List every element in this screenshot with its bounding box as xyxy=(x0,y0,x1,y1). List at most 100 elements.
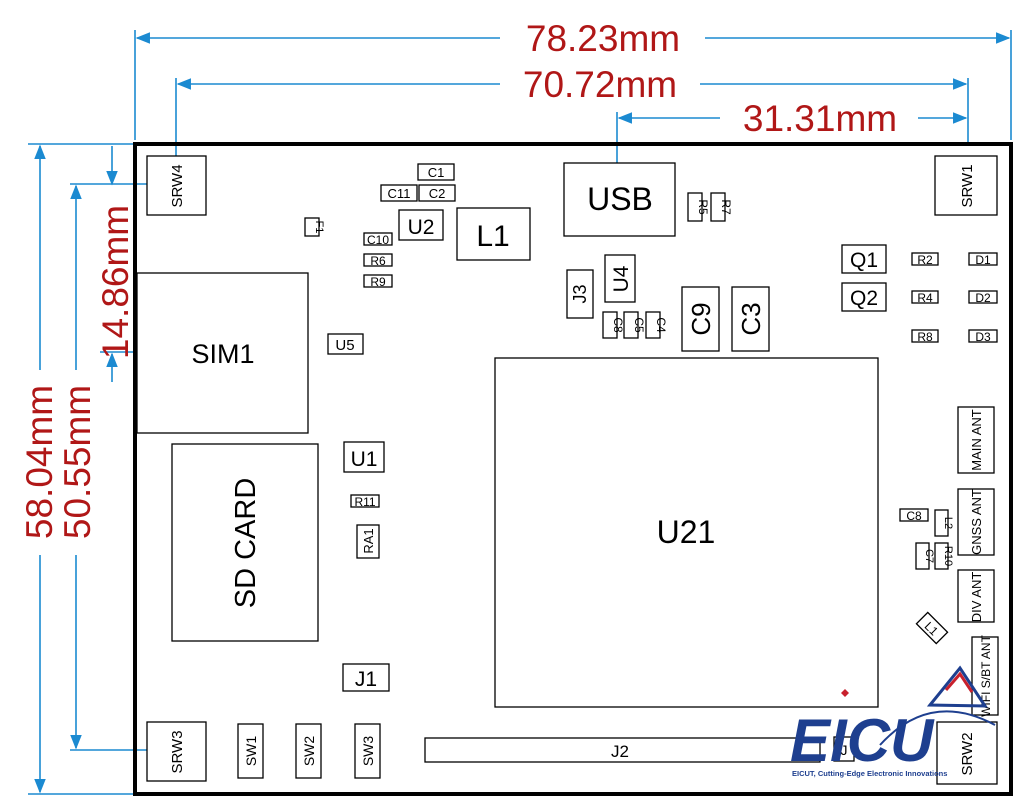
capacitor-c8-right: C8 xyxy=(899,508,929,523)
svg-text:R7: R7 xyxy=(719,199,733,215)
svg-text:SW3: SW3 xyxy=(360,736,376,767)
resistor-r10: R10 xyxy=(934,542,954,570)
svg-text:MAIN ANT: MAIN ANT xyxy=(969,409,984,470)
svg-text:C9: C9 xyxy=(686,302,716,335)
svg-text:SRW2: SRW2 xyxy=(959,732,976,775)
svg-text:SRW1: SRW1 xyxy=(959,164,976,207)
inductor-l1: L1 xyxy=(456,207,531,261)
svg-text:SW2: SW2 xyxy=(301,736,317,767)
logo-wordmark: EICU xyxy=(790,707,935,774)
svg-text:U5: U5 xyxy=(335,337,354,354)
svg-text:J3: J3 xyxy=(570,284,590,303)
module-u21: U21 xyxy=(494,357,879,708)
resistor-r11: R11 xyxy=(350,494,380,509)
svg-text:SW1: SW1 xyxy=(243,736,259,767)
capacitor-c8-top: C8 xyxy=(602,311,625,339)
screw-srw2: SRW2 xyxy=(936,721,998,785)
svg-text:USB: USB xyxy=(587,181,653,217)
dim-total-width: 78.23mm xyxy=(526,18,680,59)
svg-text:Q1: Q1 xyxy=(850,249,878,272)
svg-text:C5: C5 xyxy=(632,317,646,333)
dim-inner-height: 50.55mm xyxy=(57,385,98,539)
screw-srw1: SRW1 xyxy=(934,155,998,216)
svg-text:R11: R11 xyxy=(354,495,375,509)
svg-text:C11: C11 xyxy=(388,186,411,201)
svg-text:DIV ANT: DIV ANT xyxy=(969,572,984,623)
antenna-wifi-bt: WIFI S/BT ANT xyxy=(971,634,999,717)
led-d3: D3 xyxy=(968,329,998,344)
svg-text:L1: L1 xyxy=(476,220,509,253)
svg-text:R9: R9 xyxy=(370,275,386,289)
logo-tagline: EICUT, Cutting-Edge Electronic Innovatio… xyxy=(792,769,947,778)
svg-text:R8: R8 xyxy=(917,330,933,344)
svg-text:R10: R10 xyxy=(942,546,954,566)
capacitor-c10: C10 xyxy=(363,232,393,247)
switch-sw3: SW3 xyxy=(354,723,381,779)
svg-text:SD CARD: SD CARD xyxy=(230,478,262,609)
inductor-l2: L2 xyxy=(934,509,954,537)
board-outline xyxy=(133,142,1013,796)
ic-u4: U4 xyxy=(604,254,636,303)
inductor-l1-right: L1 xyxy=(915,611,949,645)
transistor-q1: Q1 xyxy=(841,244,887,274)
ic-u2: U2 xyxy=(398,209,444,241)
eicu-logo: EICU EICUT, Cutting-Edge Electronic Inno… xyxy=(790,665,996,778)
svg-text:R4: R4 xyxy=(917,291,933,305)
switch-sw2: SW2 xyxy=(295,723,322,779)
antenna-div: DIV ANT xyxy=(957,569,995,623)
connector-j3: J3 xyxy=(566,269,594,319)
svg-text:Q2: Q2 xyxy=(850,287,878,310)
dim-sim-offset: 14.86mm xyxy=(95,205,136,359)
svg-text:C7: C7 xyxy=(923,549,935,563)
switch-sw1: SW1 xyxy=(237,723,264,779)
svg-text:C1: C1 xyxy=(428,165,445,180)
svg-text:C8: C8 xyxy=(611,317,625,333)
connector-j1: J1 xyxy=(342,663,390,692)
resistor-r7: R7 xyxy=(710,192,733,222)
resistor-r5: R5 xyxy=(687,192,710,222)
svg-text:U2: U2 xyxy=(408,216,435,239)
svg-text:GNSS ANT: GNSS ANT xyxy=(969,489,984,555)
svg-text:J: J xyxy=(841,742,848,758)
led-d2: D2 xyxy=(968,290,998,305)
capacitor-c3: C3 xyxy=(731,286,770,352)
svg-text:J1: J1 xyxy=(355,668,377,691)
svg-text:D1: D1 xyxy=(975,253,991,267)
capacitor-c1: C1 xyxy=(417,163,455,181)
connector-usb: USB xyxy=(563,162,676,237)
logo-sail xyxy=(926,665,988,708)
svg-text:SIM1: SIM1 xyxy=(191,339,254,369)
capacitor-c7: C7 xyxy=(915,542,935,570)
connector-j-small: J xyxy=(833,736,855,762)
resistor-r4: R4 xyxy=(911,290,939,305)
dim-inner-width: 70.72mm xyxy=(523,64,677,105)
capacitor-c4: C4 xyxy=(645,311,668,339)
svg-text:C10: C10 xyxy=(367,233,389,247)
svg-text:U21: U21 xyxy=(657,514,716,550)
svg-text:U1: U1 xyxy=(351,448,378,471)
resistor-r9: R9 xyxy=(363,274,393,289)
svg-text:RA1: RA1 xyxy=(361,528,376,553)
connector-sim1: SIM1 xyxy=(136,272,309,434)
svg-text:U4: U4 xyxy=(610,265,633,292)
connector-sd-card: SD CARD xyxy=(171,443,319,642)
antenna-gnss: GNSS ANT xyxy=(957,488,995,556)
screw-srw3: SRW3 xyxy=(146,721,207,782)
resistor-r8: R8 xyxy=(911,329,939,344)
dim-usb-offset: 31.31mm xyxy=(743,98,897,139)
svg-text:D3: D3 xyxy=(975,330,991,344)
svg-text:C8: C8 xyxy=(906,509,922,523)
transistor-q2: Q2 xyxy=(841,282,887,312)
capacitor-c9: C9 xyxy=(681,286,720,352)
resistor-array-ra1: RA1 xyxy=(356,524,380,559)
capacitor-c11: C11 xyxy=(380,184,418,202)
connector-j2: J2 xyxy=(424,737,821,763)
svg-text:J2: J2 xyxy=(611,742,629,761)
resistor-r6: R6 xyxy=(363,253,393,268)
svg-text:R5: R5 xyxy=(696,199,710,215)
svg-text:F1: F1 xyxy=(313,221,325,234)
logo-star xyxy=(841,689,849,697)
svg-text:WIFI S/BT ANT: WIFI S/BT ANT xyxy=(979,634,993,716)
svg-text:C3: C3 xyxy=(736,302,766,335)
